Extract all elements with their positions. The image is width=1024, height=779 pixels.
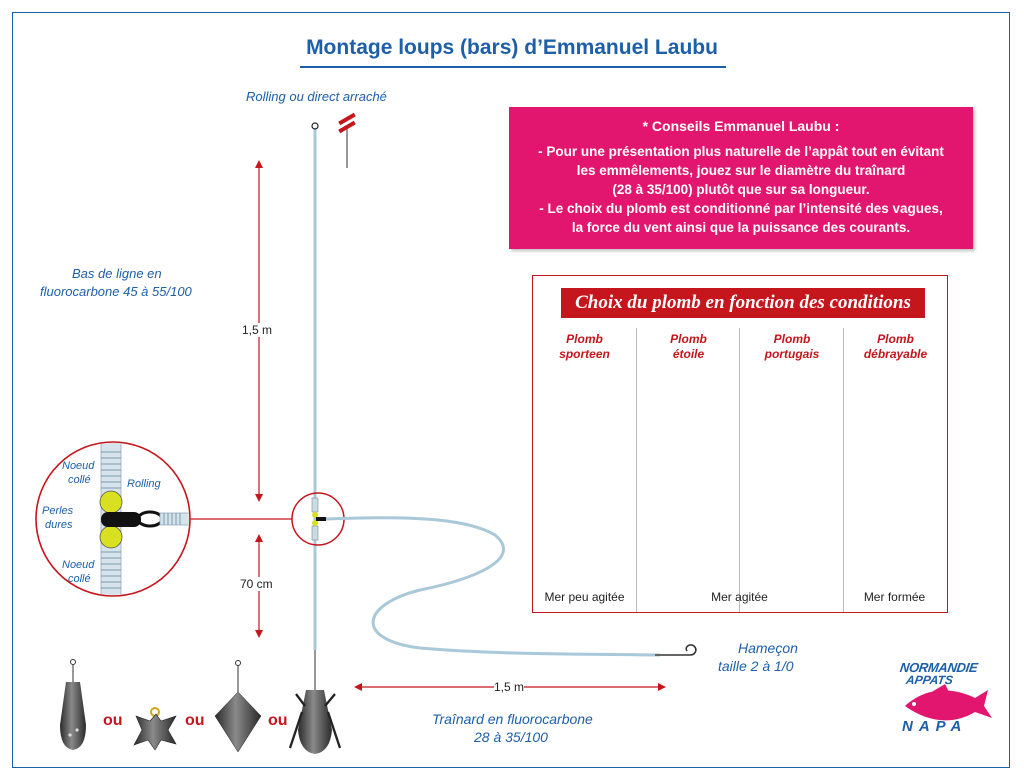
bottom-debrayable-icon	[288, 650, 342, 754]
col-label-1a: Plomb	[566, 332, 603, 346]
mer-agitee-label: Mer agitée	[711, 590, 768, 604]
conseils-line-2: les emmêlements, jouez sur le diamètre d…	[576, 163, 906, 178]
choix-title: Choix du plomb en fonction des condition…	[561, 288, 925, 318]
bottom-portugais-icon	[214, 660, 262, 753]
conseils-line-5: la force du vent ainsi que la puissance …	[571, 220, 911, 235]
conseils-heading: * Conseils Emmanuel Laubu :	[642, 118, 840, 134]
bottom-etoile-icon	[133, 707, 177, 751]
col-label-3a: Plomb	[773, 332, 811, 346]
title-underline	[300, 66, 726, 68]
swivel-icon	[101, 512, 141, 527]
mer-formee-label: Mer formée	[863, 590, 926, 604]
bas-de-ligne-label-1: Bas de ligne en	[72, 266, 162, 281]
perles-label-2: dures	[45, 519, 73, 531]
trainard-label-2: 28 à 35/100	[474, 729, 548, 745]
col-label-2a: Plomb	[670, 332, 707, 346]
col-label-2b: étoile	[672, 347, 705, 361]
noeud-colle-bot-1: Noeud	[62, 559, 95, 571]
hook-icon	[685, 644, 697, 656]
ou-label-1: ou	[103, 712, 123, 729]
page-title: Montage loups (bars) d’Emmanuel Laubu	[306, 36, 718, 59]
logo-fish-icon	[905, 684, 992, 721]
noeud-colle-top-2: collé	[68, 474, 91, 486]
detail-circle	[35, 441, 191, 597]
ou-label-3: ou	[268, 712, 288, 729]
choix-panel: Choix du plomb en fonction des condition…	[532, 275, 948, 613]
clip-icon	[338, 112, 356, 168]
noeud-colle-bot-2: collé	[68, 573, 91, 585]
bottom-sporteen-icon	[60, 659, 86, 750]
dimension-70cm-label: 70 cm	[240, 577, 273, 591]
logo-line-3: NAPA	[902, 718, 968, 735]
rolling-top-label: Rolling ou direct arraché	[246, 89, 387, 104]
page-frame	[12, 12, 1010, 768]
col-label-4b: débrayable	[863, 347, 928, 361]
col-label-1b: sporteen	[559, 347, 610, 361]
bead-top	[99, 490, 123, 514]
trainard-label-1: Traînard en fluorocarbone	[432, 711, 593, 727]
conseils-box: * Conseils Emmanuel Laubu : - Pour une p…	[509, 107, 973, 249]
hamecon-label-2: taille 2 à 1/0	[718, 658, 794, 674]
conseils-line-1: - Pour une présentation plus naturelle d…	[538, 144, 944, 159]
noeud-colle-top-1: Noeud	[62, 460, 95, 472]
dimension-1-5m-label: 1,5 m	[242, 323, 273, 337]
mer-peu-agitee-label: Mer peu agitée	[544, 590, 625, 604]
dimension-trainard-label: 1,5 m	[494, 680, 525, 694]
rolling-detail-label: Rolling	[127, 478, 161, 490]
bas-de-ligne-label-2: fluorocarbone 45 à 55/100	[40, 284, 192, 299]
logo-line-2: APPATS	[905, 673, 954, 687]
perles-label-1: Perles	[42, 505, 74, 517]
conseils-line-4: - Le choix du plomb est conditionné par …	[539, 201, 943, 216]
col-label-3b: portugais	[764, 347, 820, 361]
col-label-4a: Plomb	[877, 332, 914, 346]
ou-label-2: ou	[185, 712, 205, 729]
top-swivel-icon	[311, 122, 319, 130]
bead-bottom	[99, 525, 123, 549]
trainard-line	[325, 516, 661, 657]
hamecon-label-1: Hameçon	[738, 640, 798, 656]
conseils-line-3: (28 à 35/100) plutôt que sur sa longueur…	[612, 182, 870, 197]
